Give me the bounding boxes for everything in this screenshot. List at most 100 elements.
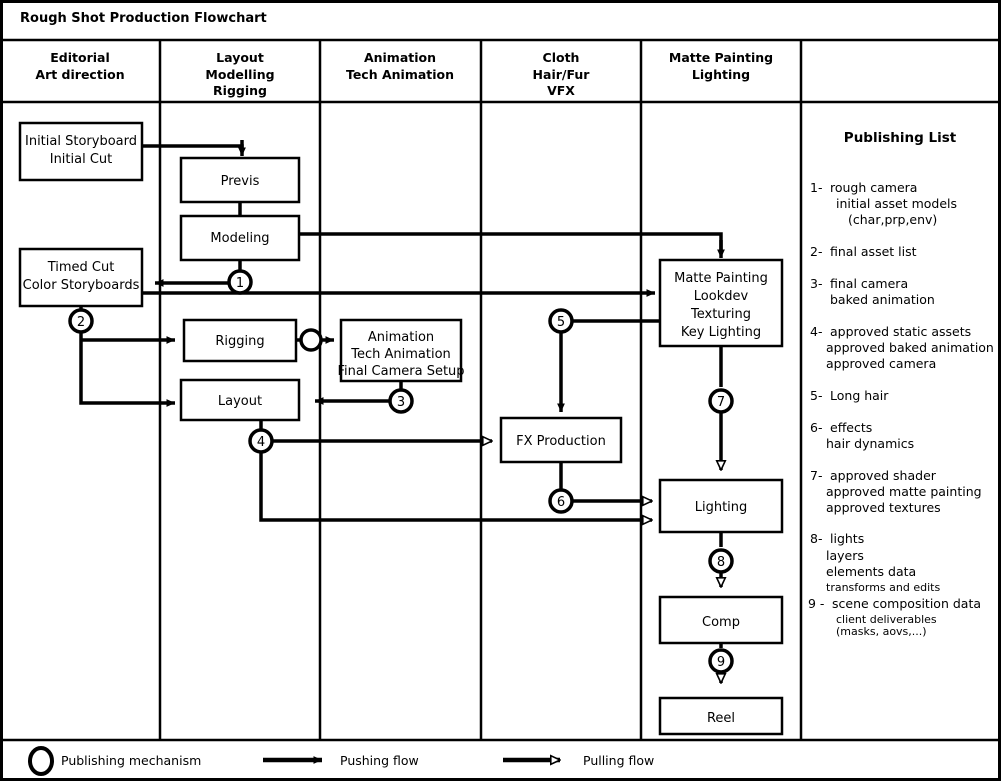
publish-marker-5-label: 5 (557, 315, 565, 330)
node-initial-storyboard[interactable]: Initial Storyboard Initial Cut (18, 121, 144, 182)
publishing-item-3-line-0: final camera (830, 276, 908, 291)
publishing-list-item-2: 2- final asset list (810, 244, 917, 259)
column-header-cloth-line-0: Cloth (543, 50, 580, 65)
publishing-item-4-line-0: approved static assets (830, 324, 971, 339)
node-comp-label: Comp (702, 615, 740, 630)
node-layout-label: Layout (218, 394, 262, 409)
publish-marker-4-label: 4 (257, 435, 265, 450)
publishing-item-9-line-1: client deliverables (836, 613, 937, 626)
column-header-matte-line-0: Matte Painting (669, 50, 773, 65)
node-timed-cut-line-1: Color Storyboards (23, 278, 140, 293)
publishing-item-7-line-1: approved matte painting (826, 484, 982, 499)
publish-marker-7[interactable]: 7 (708, 388, 734, 414)
publishing-item-6-line-1: hair dynamics (826, 436, 914, 451)
page-title: Rough Shot Production Flowchart (20, 11, 267, 26)
node-lighting[interactable]: Lighting (658, 478, 784, 534)
publishing-item-6-line-0: effects (830, 420, 872, 435)
legend-publishing-mechanism-label: Publishing mechanism (61, 753, 201, 768)
node-previs[interactable]: Previs (179, 156, 301, 204)
edge-marker4-to-lighting (259, 452, 652, 520)
publishing-item-8-line-1: layers (826, 548, 864, 563)
node-reel[interactable]: Reel (658, 696, 784, 736)
node-initial-storyboard-line-1: Initial Cut (50, 152, 113, 167)
publish-marker-5[interactable]: 5 (548, 308, 574, 334)
publishing-item-5-line-0: Long hair (830, 388, 889, 403)
publishing-item-4-line-1: approved baked animation (826, 340, 994, 355)
publishing-list-item-8: 8- lights layers elements data transform… (810, 531, 940, 594)
node-fx-production[interactable]: FX Production (499, 416, 623, 464)
node-animation[interactable]: Animation Tech Animation Final Camera Se… (337, 318, 465, 383)
node-animation-line-2: Final Camera Setup (337, 364, 464, 379)
node-timed-cut-line-0: Timed Cut (47, 260, 115, 275)
publishing-item-5-num: 5- (810, 388, 822, 403)
legend-pushing-flow: Pushing flow (263, 753, 419, 768)
node-previs-label: Previs (221, 174, 260, 189)
node-initial-storyboard-line-0: Initial Storyboard (25, 134, 137, 149)
node-matte-painting-line-0: Matte Painting (674, 271, 768, 286)
publishing-item-8-line-3: transforms and edits (826, 581, 940, 594)
column-header-cloth-line-1: Hair/Fur (533, 67, 591, 82)
column-header-layout-line-2: Rigging (213, 83, 267, 98)
publish-marker-4[interactable]: 4 (248, 428, 274, 454)
node-matte-painting-line-1: Lookdev (694, 289, 749, 304)
publishing-item-1-line-2: (char,prp,env) (848, 212, 937, 227)
node-reel-label: Reel (707, 711, 735, 726)
publish-marker-8-label: 8 (717, 555, 725, 570)
column-header-editorial-line-0: Editorial (50, 50, 110, 65)
node-modeling[interactable]: Modeling (179, 214, 301, 262)
column-header-cloth-line-2: VFX (547, 83, 575, 98)
node-matte-painting-line-3: Key Lighting (681, 325, 761, 340)
publishing-list-item-5: 5- Long hair (810, 388, 889, 403)
column-header-layout-line-0: Layout (216, 50, 264, 65)
column-header-animation-line-1: Tech Animation (346, 67, 454, 82)
publish-marker-9[interactable]: 9 (708, 648, 734, 674)
column-header-animation-line-0: Animation (364, 50, 436, 65)
publishing-item-8-num: 8- (810, 531, 822, 546)
node-matte-painting[interactable]: Matte Painting Lookdev Texturing Key Lig… (658, 258, 784, 348)
publish-marker-2[interactable]: 2 (68, 308, 94, 334)
publish-marker-7-label: 7 (717, 395, 725, 410)
publish-marker-6[interactable]: 6 (548, 488, 574, 514)
node-lighting-label: Lighting (695, 500, 748, 515)
publishing-list-title: Publishing List (844, 130, 957, 146)
node-modeling-label: Modeling (210, 231, 269, 246)
publishing-item-2-num: 2- (810, 244, 822, 259)
node-animation-line-0: Animation (368, 330, 434, 345)
publish-marker-2-label: 2 (77, 315, 85, 330)
publishing-list-item-6: 6- effects hair dynamics (810, 420, 914, 451)
publish-marker-9-label: 9 (717, 655, 725, 670)
node-rigging[interactable]: Rigging (182, 318, 298, 363)
publishing-item-1-num: 1- (810, 180, 822, 195)
publishing-item-9-line-2: (masks, aovs,...) (836, 625, 927, 638)
legend-publishing-mechanism: Publishing mechanism (28, 746, 201, 776)
publish-marker-1[interactable]: 1 (227, 269, 253, 295)
publishing-item-4-num: 4- (810, 324, 822, 339)
column-header-editorial-line-1: Art direction (35, 67, 124, 82)
publishing-list-item-1: 1- rough camera initial asset models (ch… (810, 180, 957, 227)
publish-marker-1-label: 1 (236, 276, 244, 291)
edge-marker2-to-layout (79, 332, 175, 407)
node-fx-production-label: FX Production (516, 434, 606, 449)
publishing-item-8-line-2: elements data (826, 564, 916, 579)
publishing-item-1-line-1: initial asset models (836, 196, 957, 211)
node-comp[interactable]: Comp (658, 595, 784, 645)
publishing-item-4-line-2: approved camera (826, 356, 936, 371)
publish-marker-3[interactable]: 3 (388, 388, 414, 414)
node-timed-cut[interactable]: Timed Cut Color Storyboards (18, 247, 144, 308)
publishing-list-item-4: 4- approved static assets approved baked… (810, 324, 994, 371)
publishing-item-7-line-2: approved textures (826, 500, 941, 515)
column-header-matte-line-1: Lighting (692, 67, 750, 82)
publishing-item-7-num: 7- (810, 468, 822, 483)
node-layout[interactable]: Layout (179, 378, 301, 422)
publish-marker-6-label: 6 (557, 495, 565, 510)
legend-pulling-flow-label: Pulling flow (583, 753, 654, 768)
publish-marker-unnumbered[interactable] (299, 328, 323, 352)
legend-pushing-flow-label: Pushing flow (340, 753, 419, 768)
publishing-item-9-line-0: scene composition data (832, 596, 981, 611)
legend-pulling-flow: Pulling flow (503, 753, 654, 768)
publishing-item-2-line-0: final asset list (830, 244, 917, 259)
node-rigging-label: Rigging (215, 334, 264, 349)
publishing-item-8-line-0: lights (830, 531, 864, 546)
publish-marker-8[interactable]: 8 (708, 548, 734, 574)
